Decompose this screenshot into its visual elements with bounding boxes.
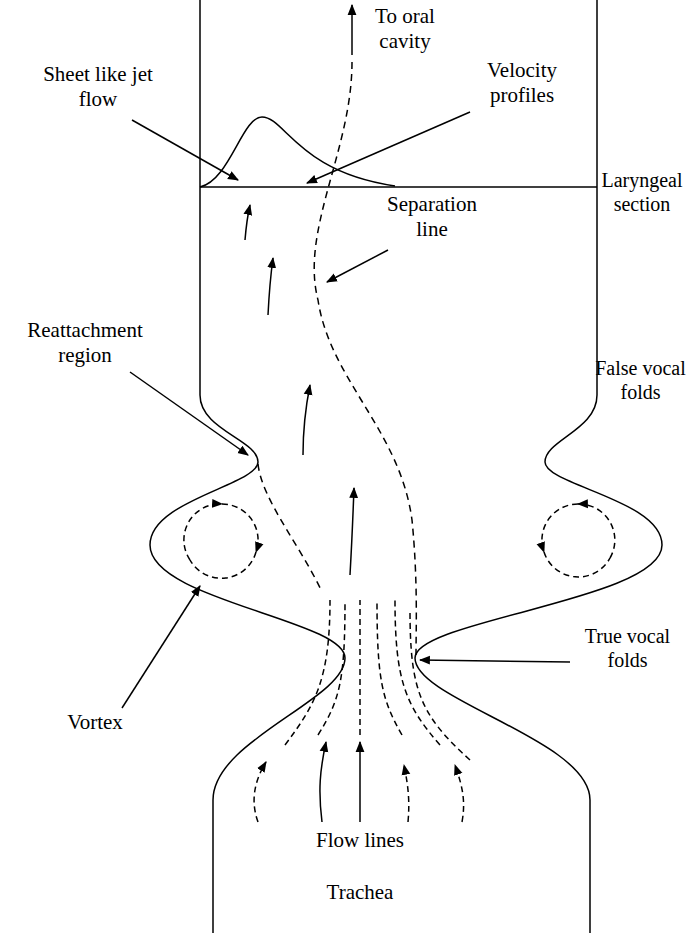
jet-arrow	[303, 385, 310, 455]
part-label: Sheet like jet flow	[43, 62, 153, 112]
flow-line	[410, 610, 470, 760]
part-label: True vocal folds	[580, 624, 675, 672]
flow-arrow	[320, 742, 326, 822]
flow-arrow	[455, 765, 464, 822]
section-line	[200, 186, 597, 188]
left-airway-wall	[150, 0, 345, 933]
velocity-profile	[200, 117, 395, 187]
jet-arrow	[245, 205, 250, 240]
vortex-circle	[184, 504, 222, 560]
vortex-circle	[222, 504, 258, 552]
separation-line	[314, 62, 416, 655]
part-label: Vortex	[67, 710, 123, 735]
vortex-circle	[542, 504, 578, 552]
part-label: Laryngeal section	[596, 168, 688, 216]
part-label: Reattachment region	[15, 318, 155, 368]
leader-line	[132, 120, 238, 180]
vortex-circle	[190, 552, 256, 578]
flow-arrow	[404, 765, 409, 822]
jet-boundary	[258, 464, 322, 592]
leader-line	[327, 250, 388, 282]
outflow-arrow	[351, 5, 353, 55]
part-label: Flow lines	[316, 828, 404, 853]
leader-line	[122, 586, 200, 708]
leader-line	[130, 372, 248, 455]
right-airway-wall	[415, 0, 662, 933]
part-label: False vocal folds	[593, 356, 688, 404]
leader-line	[420, 660, 570, 662]
part-label: Trachea	[327, 880, 394, 905]
jet-arrow	[350, 488, 354, 575]
flow-arrow	[359, 742, 361, 822]
flow-line	[377, 600, 402, 735]
flow-line	[359, 600, 361, 735]
vortex-circle	[544, 552, 610, 577]
flow-line	[285, 600, 330, 745]
jet-arrow	[268, 258, 273, 315]
part-label: Velocity profiles	[462, 58, 582, 108]
flow-line	[395, 600, 440, 745]
flow-line	[318, 600, 345, 735]
part-label: Separation line	[375, 192, 490, 242]
flow-arrow	[254, 762, 266, 822]
part-label: To oral cavity	[360, 4, 450, 54]
vortex-circle	[578, 504, 615, 558]
leader-line	[307, 112, 470, 183]
